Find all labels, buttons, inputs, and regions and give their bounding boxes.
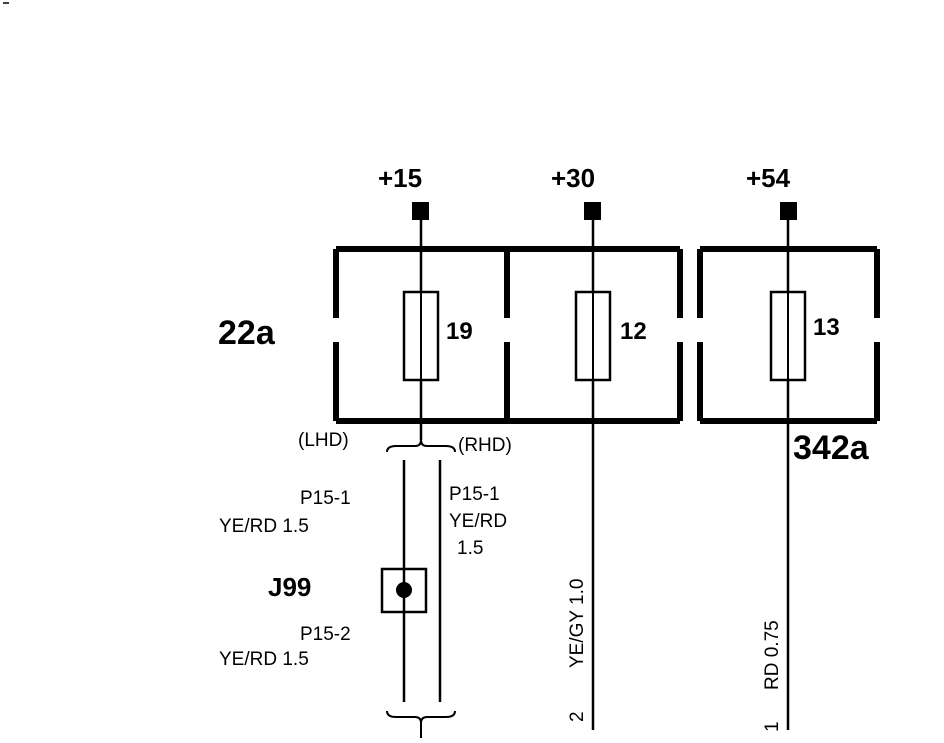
- variant-brace-bottom: [386, 710, 456, 738]
- fuse-19-label: 19: [446, 318, 473, 345]
- fuse-19: 19: [402, 290, 473, 382]
- variant-brace-top: [386, 439, 456, 453]
- terminal-30-label: +30: [551, 163, 595, 193]
- lhd-spec-top-label: YE/RD 1.5: [219, 516, 309, 537]
- terminal-30-square: [584, 202, 601, 220]
- terminal-54-square: [780, 202, 797, 220]
- connector-j99-label: J99: [268, 572, 311, 602]
- wire-rd-pin: 1: [762, 721, 783, 732]
- fuse-box-22a: [333, 246, 683, 424]
- rhd-size-label: 1.5: [457, 538, 483, 559]
- terminal-15: +15: [378, 163, 429, 220]
- fuse-13: 13: [769, 290, 840, 382]
- fuse-12: 12: [574, 290, 647, 382]
- wire-rd-label: RD 0.75: [762, 620, 783, 690]
- rhd-pin-label: P15-1: [449, 484, 500, 505]
- terminal-30: +30: [551, 163, 601, 220]
- terminal-54: +54: [746, 163, 797, 220]
- rhd-color-label: YE/RD: [449, 511, 507, 532]
- terminal-54-label: +54: [746, 163, 791, 193]
- component-342a-label: 342a: [793, 429, 870, 467]
- connector-j99: J99: [268, 567, 428, 614]
- lhd-spec-bottom-label: YE/RD 1.5: [219, 649, 309, 670]
- connector-j99-pin: [396, 582, 412, 598]
- terminal-15-label: +15: [378, 163, 422, 193]
- lhd-pin-top-label: P15-1: [300, 488, 351, 509]
- wire-ye-gy-pin: 2: [567, 711, 588, 722]
- variant-rhd-label: (RHD): [458, 435, 512, 456]
- fuse-box-342a: [697, 246, 880, 424]
- fuse-12-label: 12: [620, 318, 647, 345]
- component-22a-label: 22a: [218, 314, 276, 352]
- lhd-pin-bottom-label: P15-2: [300, 624, 351, 645]
- variant-lhd-label: (LHD): [298, 430, 349, 451]
- terminal-15-square: [412, 202, 429, 220]
- fuse-13-label: 13: [813, 314, 840, 341]
- wire-ye-gy-label: YE/GY 1.0: [567, 579, 588, 668]
